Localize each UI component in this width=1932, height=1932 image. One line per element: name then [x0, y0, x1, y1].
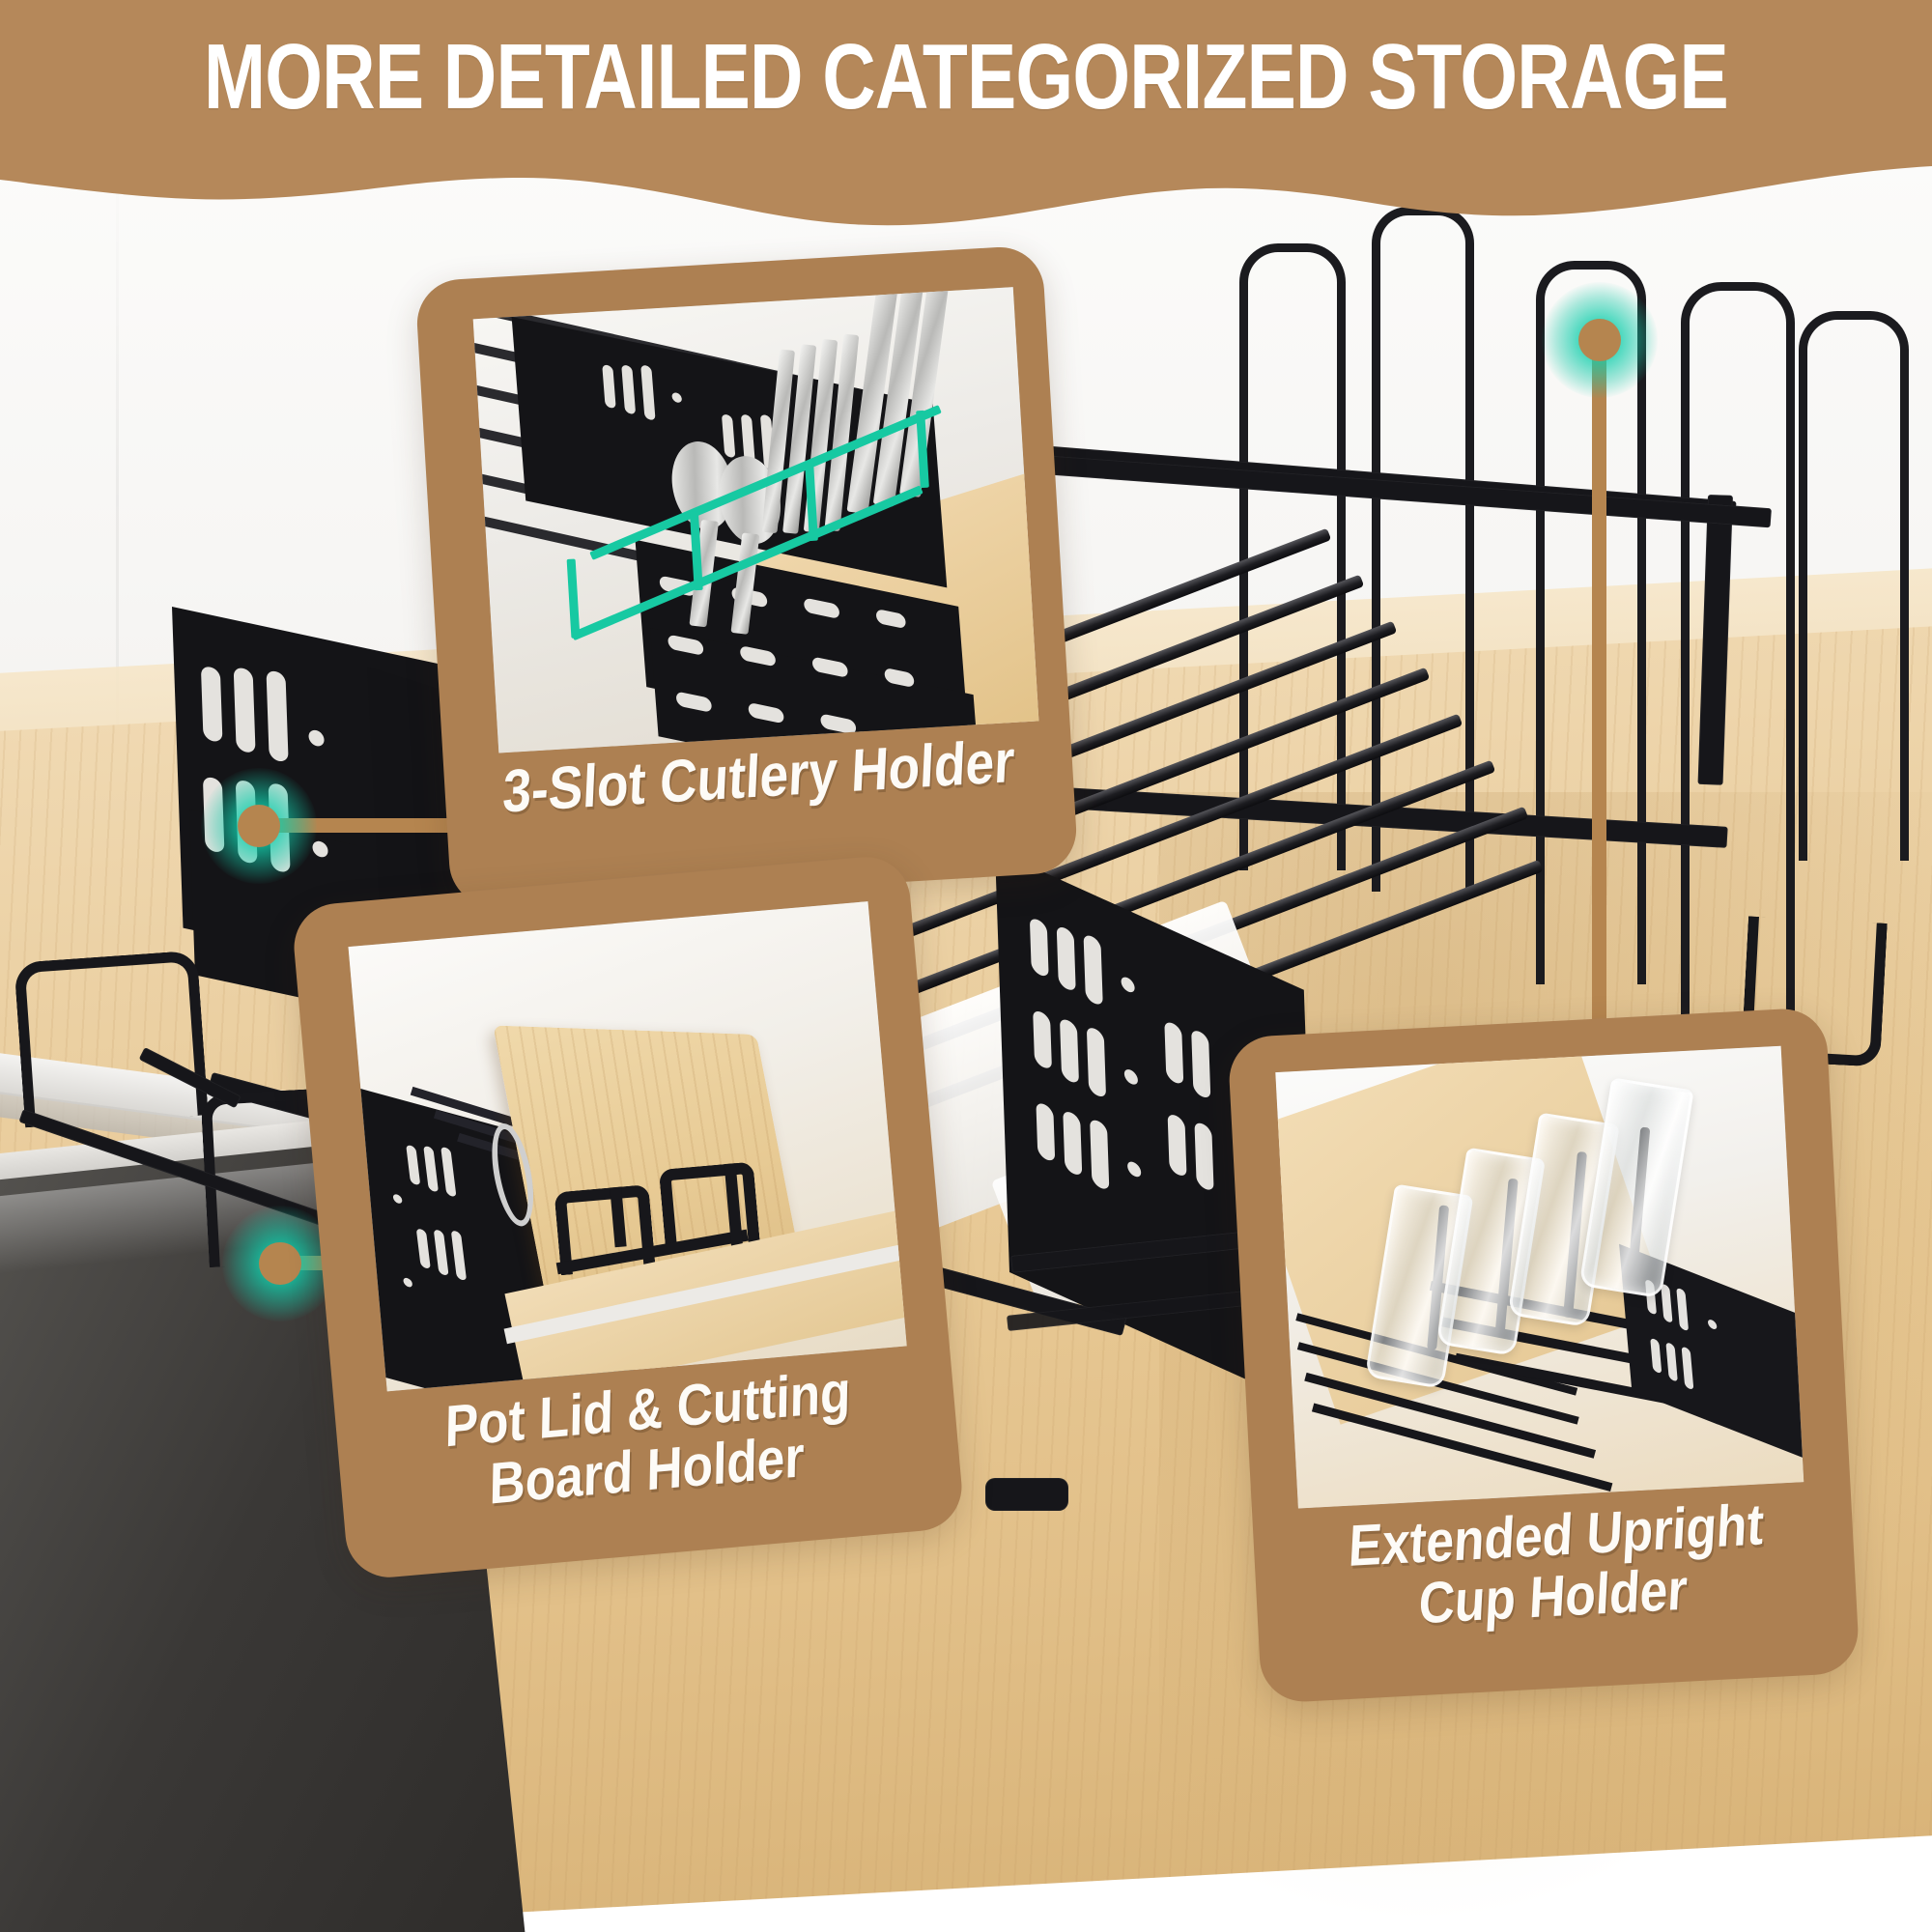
- upright-cup-holder-wire-4: [1681, 282, 1795, 1044]
- callout-label-cup-holder: Extended Upright Cup Holder: [1347, 1492, 1766, 1636]
- marker-cutlery[interactable]: [201, 768, 317, 884]
- callout-card-cup-holder[interactable]: Extended Upright Cup Holder: [1227, 1007, 1861, 1704]
- banner-title: MORE DETAILED CATEGORIZED STORAGE: [204, 25, 1729, 128]
- callout-photo-pot-lid-board: [348, 901, 907, 1392]
- pot-lid-holder-wire-upper: [14, 950, 209, 1128]
- banner-wave-shape: [0, 0, 1932, 226]
- slot-highlight-left-edge: [566, 558, 581, 639]
- callout-photo-cup-holder: [1275, 1045, 1804, 1509]
- rack-foot-right: [985, 1478, 1068, 1511]
- upright-cup-holder-wire-1: [1239, 243, 1346, 870]
- callout-card-pot-lid-board[interactable]: Pot Lid & Cutting Board Holder: [290, 853, 966, 1581]
- callout-card-cutlery[interactable]: 3-Slot Cutlery Holder: [414, 244, 1079, 909]
- upright-cup-holder-wire-3: [1536, 261, 1646, 984]
- upright-cup-holder-wire-5: [1799, 311, 1909, 861]
- callout-photo-cutlery: [472, 287, 1039, 753]
- header-banner: MORE DETAILED CATEGORIZED STORAGE: [0, 0, 1932, 232]
- wall-seam: [116, 145, 119, 1024]
- upright-cup-holder-wire-2: [1372, 207, 1474, 892]
- connector-cup-holder: [1592, 340, 1606, 1036]
- marker-cup-holder[interactable]: [1542, 282, 1658, 398]
